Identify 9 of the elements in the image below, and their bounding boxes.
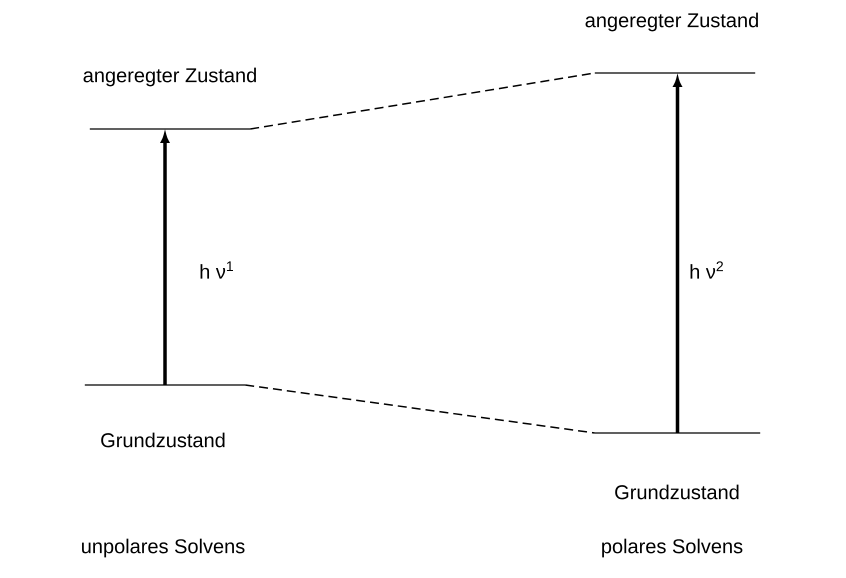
caption-text: polares Solvens [602,538,742,558]
energy-level: angeregter Zustand [84,68,256,130]
energy-level: Grundzustand [594,432,760,500]
edge-label: h ν$^{2}$ [690,261,723,279]
energy-level: angeregter Zustand [586,12,758,74]
energy-level: Grundzustand [84,384,246,448]
dashed-line [245,384,595,434]
edge-label: h ν$^{1}$ [200,261,233,279]
caption-text: unpolares Solvens [82,538,244,558]
